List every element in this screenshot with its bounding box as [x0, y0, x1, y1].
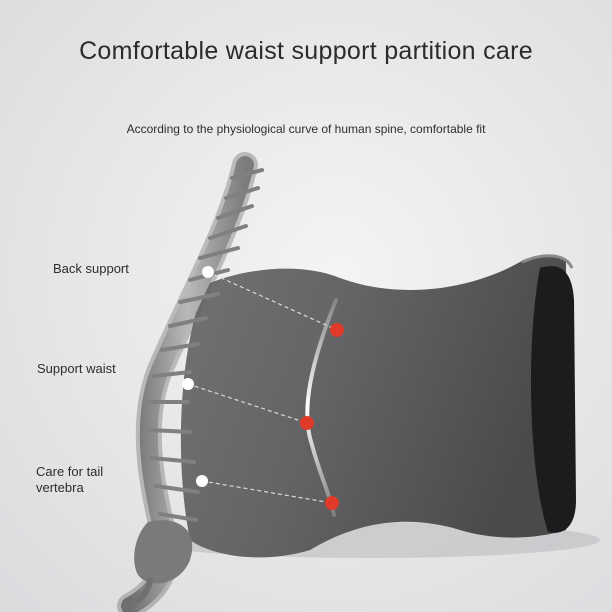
- spine-marker-tail: [196, 475, 208, 487]
- spine-marker-waist: [182, 378, 194, 390]
- lumbar-pillow: [180, 254, 576, 558]
- pillow-marker-waist: [300, 416, 314, 430]
- spine-illustration: [117, 152, 264, 612]
- leader-lines: [187, 271, 338, 504]
- label-support-waist: Support waist: [37, 361, 116, 376]
- spine-marker-back: [202, 266, 214, 278]
- page-title: Comfortable waist support partition care: [79, 37, 533, 65]
- pillow-marker-tail: [325, 496, 339, 510]
- page-subtitle: According to the physiological curve of …: [126, 122, 486, 136]
- pillow-marker-back: [330, 323, 344, 337]
- label-tail-vertebra: Care for tail vertebra: [36, 464, 104, 495]
- label-back-support: Back support: [53, 261, 129, 276]
